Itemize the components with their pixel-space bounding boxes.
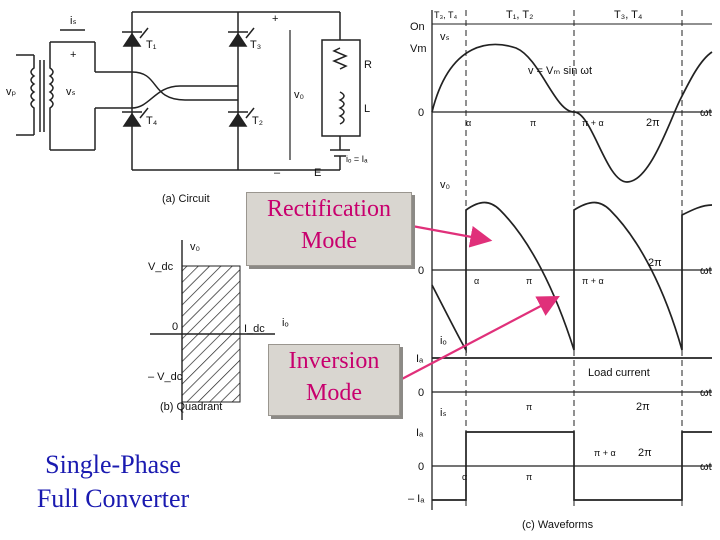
wave-pi-4: π — [526, 472, 532, 482]
wave-wt-1: ωt — [700, 107, 712, 119]
wave-alpha-1: α — [466, 118, 471, 128]
inversion-line1: Inversion — [288, 348, 380, 374]
waveforms-caption: (c) Waveforms — [522, 519, 594, 531]
wave-vm: Vm — [410, 43, 427, 55]
label-plus-top: + — [272, 13, 278, 25]
quadrant-neg-vdc: – V_dc — [148, 371, 183, 383]
on-label: On — [410, 21, 425, 33]
vs-waveform — [431, 43, 713, 183]
label-t3: T₃ — [250, 39, 261, 51]
wave-alpha-2: α — [474, 276, 479, 286]
label-minus: – — [274, 167, 281, 179]
waveforms-panel: On T₃, T₄ T₁, T₂ T₃, T₄ vₛ Vm v = Vₘ sin… — [408, 9, 713, 531]
rectification-line2: Mode — [301, 228, 357, 254]
inversion-line2: Mode — [306, 380, 362, 406]
crossing-wire — [131, 71, 238, 101]
quadrant-caption: (b) Quadrant — [160, 401, 222, 413]
wave-pi-3: π — [526, 402, 532, 412]
wave-2pi-3: 2π — [636, 401, 650, 413]
wave-2pi-4: 2π — [638, 447, 652, 459]
quadrant-idc: I_dc — [244, 323, 265, 335]
t3t4-a: T₃, T₄ — [434, 10, 457, 20]
wave-pialpha-3: π + α — [594, 448, 616, 458]
label-is: iₛ — [70, 15, 77, 27]
t3t4-b: T₃, T₄ — [614, 9, 643, 21]
circuit-caption: (a) Circuit — [162, 193, 210, 205]
inversion-mode-callout: Inversion Mode — [268, 344, 400, 416]
rectification-mode-callout: Rectification Mode — [246, 192, 412, 266]
circuit-diagram — [16, 11, 361, 171]
wave-ia-1: Iₐ — [416, 353, 424, 365]
wave-pi-2: π — [526, 276, 532, 286]
quadrant-diagram: v₀ V_dc 0 I_dc iₒ – V_dc (b) Quadrant — [148, 240, 289, 420]
vo-waveform — [431, 201, 713, 354]
t1t2: T₁, T₂ — [506, 9, 533, 21]
wave-pi-1: π — [530, 118, 536, 128]
label-io: iₒ = Iₐ — [346, 154, 368, 164]
wave-2pi-1: 2π — [646, 117, 660, 129]
quadrant-io: iₒ — [282, 317, 289, 329]
is-waveform — [432, 431, 712, 501]
label-l: L — [364, 103, 370, 115]
wave-neg-ia: – Iₐ — [408, 493, 425, 505]
wave-wt-4: ωt — [700, 461, 712, 473]
wave-is: iₛ — [440, 407, 447, 419]
wave-eq: v = Vₘ sin ωt — [528, 65, 592, 77]
thyristor-t1-icon — [122, 27, 149, 47]
thyristor-t4-icon — [122, 107, 149, 127]
wave-wt-2: ωt — [700, 265, 712, 277]
wave-wt-3: ωt — [700, 387, 712, 399]
wave-load-current: Load current — [588, 367, 650, 379]
label-e: E — [314, 167, 321, 179]
label-vo: v₀ — [294, 89, 304, 101]
wave-zero-2: 0 — [418, 265, 424, 277]
wave-io: iₒ — [440, 335, 447, 347]
label-r: R — [364, 59, 372, 71]
label-t4: T₄ — [146, 115, 158, 127]
quadrant-vo: v₀ — [190, 241, 200, 253]
wave-vs: vₛ — [440, 31, 450, 43]
thyristor-t2-icon — [228, 107, 255, 127]
label-plus: + — [70, 49, 76, 61]
rectification-line1: Rectification — [267, 196, 391, 222]
wave-pialpha-2: π + α — [582, 276, 604, 286]
title-line2: Full Converter — [36, 484, 190, 513]
quadrant-vdc: V_dc — [148, 261, 174, 273]
label-vp: vₚ — [6, 86, 17, 98]
wave-alpha-3: α — [462, 472, 467, 482]
wave-vo: v₀ — [440, 179, 450, 191]
inversion-arrow — [399, 295, 560, 381]
wave-zero-3: 0 — [418, 387, 424, 399]
crossing-wire — [131, 85, 238, 109]
wave-zero-1: 0 — [418, 107, 424, 119]
label-t1: T₁ — [146, 39, 157, 51]
wave-ia-2: Iₐ — [416, 427, 424, 439]
quadrant-zero: 0 — [172, 321, 178, 333]
wave-pialpha-1: π + α — [582, 118, 604, 128]
rectification-arrow — [411, 224, 493, 248]
label-vs: vₛ — [66, 86, 76, 98]
slide-title: Single-Phase Full Converter — [8, 448, 218, 516]
wave-2pi-2: 2π — [648, 257, 662, 269]
thyristor-t3-icon — [228, 27, 255, 47]
wave-zero-4: 0 — [418, 461, 424, 473]
title-line1: Single-Phase — [45, 450, 181, 479]
label-t2: T₂ — [252, 115, 263, 127]
